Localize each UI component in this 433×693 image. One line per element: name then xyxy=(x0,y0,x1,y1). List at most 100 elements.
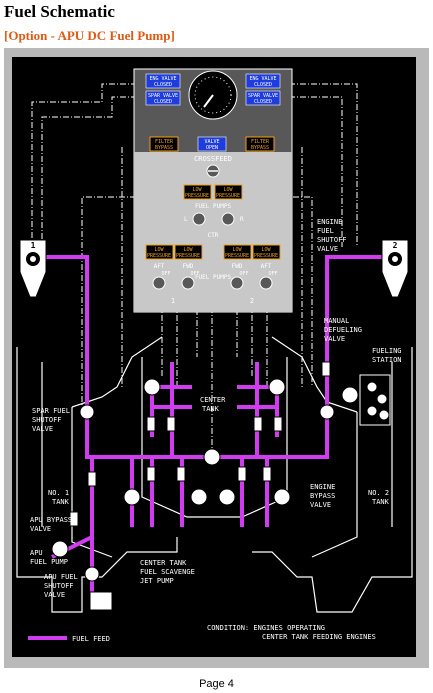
fwd2-lp-line1: LOW xyxy=(232,247,242,253)
fuel-pumps-label-bottom: FUEL PUMPS xyxy=(195,274,232,281)
spar-shutoff-label-1: SPAR FUEL xyxy=(32,407,70,415)
legend: FUEL FEED xyxy=(28,635,110,643)
apu-pump-label-1: APU xyxy=(30,549,43,557)
page-title: Fuel Schematic xyxy=(4,2,115,21)
fuel-control-panel: ENG VALVE CLOSED SPAR VALVE CLOSED ENG V… xyxy=(133,68,293,313)
crossfeed-label: CROSSFEED xyxy=(194,155,232,163)
apu-shutoff-label-3: VALVE xyxy=(44,591,65,599)
engine-bypass-label-2: BYPASS xyxy=(310,492,335,500)
fwd-2-off: OFF xyxy=(239,271,248,277)
fwd-pump-1-switch[interactable] xyxy=(181,276,195,290)
eng-valve-closed-1-line1: ENG VALVE xyxy=(149,76,176,82)
defuel-label-2: DEFUELING xyxy=(324,326,362,334)
eng-valve-closed-1-line2: CLOSED xyxy=(154,82,172,88)
filter-bypass-2-light xyxy=(245,136,275,152)
check-valve-e-icon xyxy=(146,416,156,432)
check-valve-a-icon xyxy=(146,466,156,482)
engine-bypass-label-1: ENGINE xyxy=(310,483,335,491)
fwd-pump-1-icon xyxy=(123,488,141,506)
spar-fuel-shutoff-valve-1-icon xyxy=(79,404,95,420)
eng-valve-closed-2-light xyxy=(245,73,281,89)
defuel-label-3: VALVE xyxy=(324,335,345,343)
spar-fuel-shutoff-valve-2-icon xyxy=(319,404,335,420)
no2-tank-label-1: NO. 2 xyxy=(368,489,389,497)
filter-bypass-2-line1: FILTER xyxy=(251,139,270,145)
spar-shutoff-label-2: SHUTOFF xyxy=(32,416,62,424)
tank-outlines xyxy=(16,336,413,613)
fwd1-lp-line1: LOW xyxy=(183,247,193,253)
apu-bypass-label-1: APU BYPASS xyxy=(30,516,72,524)
side-2-label: 2 xyxy=(250,297,254,305)
fwd-low-pressure-1-light xyxy=(174,244,203,260)
scavenge-label-2: FUEL SCAVENGE xyxy=(140,568,195,576)
aft-2-off: OFF xyxy=(268,271,277,277)
no1-tank-check-valve-icon xyxy=(69,511,79,527)
fwd-2-label: FWD xyxy=(232,263,243,270)
ctr-pump-1-icon xyxy=(190,488,208,506)
engine-1-label: 1 xyxy=(31,241,36,250)
crossfeed-valve-icon xyxy=(203,448,221,466)
ctr-low-pressure-1-light xyxy=(183,184,212,200)
aft2-lp-line2: PRESSURE xyxy=(254,253,278,259)
eng-shutoff-label-3: SHUTOFF xyxy=(317,236,347,244)
defuel-label-1: MANUAL xyxy=(324,317,349,325)
ctr-pump-r-switch[interactable] xyxy=(221,212,235,226)
ctr-lp2-line1: LOW xyxy=(223,187,233,193)
aft-pump-1-switch[interactable] xyxy=(152,276,166,290)
scavenge-label-3: JET PUMP xyxy=(140,577,174,585)
spar-valve-closed-1-line1: SPAR VALVE xyxy=(148,93,178,99)
engine-1[interactable]: 1 xyxy=(19,239,47,298)
eng-valve-closed-1-light xyxy=(145,73,181,89)
center-tank-label-1: CENTER xyxy=(200,396,226,404)
schematic-labels: ENGINE FUEL SHUTOFF VALVE MANUAL DEFUELI… xyxy=(30,218,402,641)
fwd2-lp-line2: PRESSURE xyxy=(225,253,249,259)
apu-unit-icon xyxy=(89,591,113,611)
fuel-pumps-label-top: FUEL PUMPS xyxy=(195,203,232,210)
aft-low-pressure-1-light xyxy=(145,244,174,260)
filter-bypass-2-line2: BYPASS xyxy=(251,145,269,151)
aft-1-label: AFT xyxy=(154,263,165,270)
ctr-l-label: L xyxy=(184,216,188,223)
ctr-pump-l-switch[interactable] xyxy=(192,212,206,226)
aft-pump-2-icon xyxy=(268,378,286,396)
eng-shutoff-label-1: ENGINE xyxy=(317,218,342,226)
valve-open-light xyxy=(197,136,227,152)
legend-fuel-feed-label: FUEL FEED xyxy=(72,635,110,643)
valve-open-line2: OPEN xyxy=(206,145,218,151)
ctr-lp1-line2: PRESSURE xyxy=(185,193,209,199)
ctr-label: CTR xyxy=(208,232,219,239)
ctr-pump-2-icon xyxy=(218,488,236,506)
aft-1-off: OFF xyxy=(161,271,170,277)
eng-valve-closed-2-line2: CLOSED xyxy=(254,82,272,88)
fwd-pump-2-icon xyxy=(273,488,291,506)
spar-shutoff-label-3: VALVE xyxy=(32,425,53,433)
engine-2-label: 2 xyxy=(393,241,398,250)
apu-bypass-label-2: VALVE xyxy=(30,525,51,533)
page-number: Page 4 xyxy=(199,678,234,690)
ctr-r-label: R xyxy=(240,216,244,223)
filter-bypass-1-light xyxy=(149,136,179,152)
fwd-pump-2-switch[interactable] xyxy=(230,276,244,290)
aft-pump-2-switch[interactable] xyxy=(259,276,273,290)
apu-fuel-pump-icon xyxy=(51,540,69,558)
fueling-station-label-2: STATION xyxy=(372,356,402,364)
aft1-lp-line2: PRESSURE xyxy=(147,253,171,259)
filter-bypass-1-line2: BYPASS xyxy=(155,145,173,151)
fwd-1-label: FWD xyxy=(183,263,194,270)
spar-valve-closed-1-line2: CLOSED xyxy=(154,99,172,105)
spar-valve-closed-2-light xyxy=(245,90,281,106)
no1-tank-label-2: TANK xyxy=(52,498,70,506)
engine-bypass-label-3: VALVE xyxy=(310,501,331,509)
fwd-low-pressure-2-light xyxy=(223,244,252,260)
ctr-low-pressure-2-light xyxy=(214,184,243,200)
ctr-lp2-line2: PRESSURE xyxy=(216,193,240,199)
valves xyxy=(51,361,391,611)
engine-2[interactable]: 2 xyxy=(381,239,409,298)
aft1-lp-line1: LOW xyxy=(154,247,164,253)
schematic-board: 1 2 xyxy=(12,57,416,657)
no1-tank-label-1: NO. 1 xyxy=(48,489,69,497)
side-1-label: 1 xyxy=(171,297,175,305)
no2-tank-label-2: TANK xyxy=(372,498,390,506)
spar-valve-closed-1-light xyxy=(145,90,181,106)
aft-pump-1-icon xyxy=(143,378,161,396)
